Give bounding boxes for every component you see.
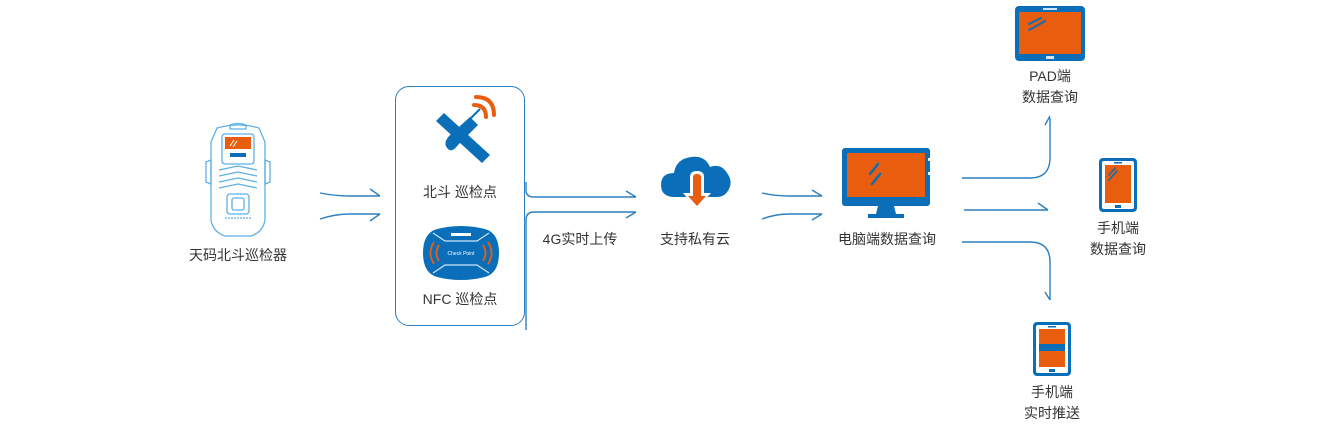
patrol-device-icon [205, 122, 271, 237]
phone-icon [1099, 158, 1137, 212]
arrow-device-to-box [319, 188, 381, 222]
nfc-label: NFC 巡检点 [422, 291, 498, 307]
cloud-download-icon [661, 156, 731, 209]
phone-push-label-line1: 手机端 [1031, 384, 1073, 400]
tablet-icon [1015, 6, 1085, 61]
beidou-label: 北斗 巡检点 [423, 184, 497, 200]
pad-label-line2: 数据查询 [1022, 89, 1078, 105]
cloud-label: 支持私有云 [660, 231, 730, 247]
phone-push-icon [1033, 322, 1071, 376]
phone-query-label: 手机端 数据查询 [1068, 218, 1168, 260]
arrow-pc-to-pad [962, 115, 1051, 179]
arrow-pc-to-phone-push [962, 241, 1051, 301]
device-label: 天码北斗巡检器 [189, 247, 287, 263]
satellite-icon [436, 95, 496, 163]
phone-query-label-line1: 手机端 [1097, 220, 1139, 236]
phone-query-label-line2: 数据查询 [1090, 241, 1146, 257]
phone-push-label: 手机端 实时推送 [1002, 382, 1102, 424]
pc-label: 电脑端数据查询 [838, 231, 936, 247]
upload-label: 4G实时上传 [542, 231, 618, 247]
nfc-tag-icon: Check Point [423, 226, 499, 280]
pad-label-line1: PAD端 [1029, 68, 1071, 84]
nfc-tag-text: Check Point [448, 251, 476, 257]
arrow-cloud-to-pc [761, 189, 823, 221]
phone-push-label-line2: 实时推送 [1024, 405, 1080, 421]
monitor-icon [842, 148, 932, 218]
arrow-pc-to-phone-query [964, 202, 1049, 211]
arrow-box-to-cloud [525, 182, 637, 330]
pad-label: PAD端 数据查询 [1000, 66, 1100, 108]
